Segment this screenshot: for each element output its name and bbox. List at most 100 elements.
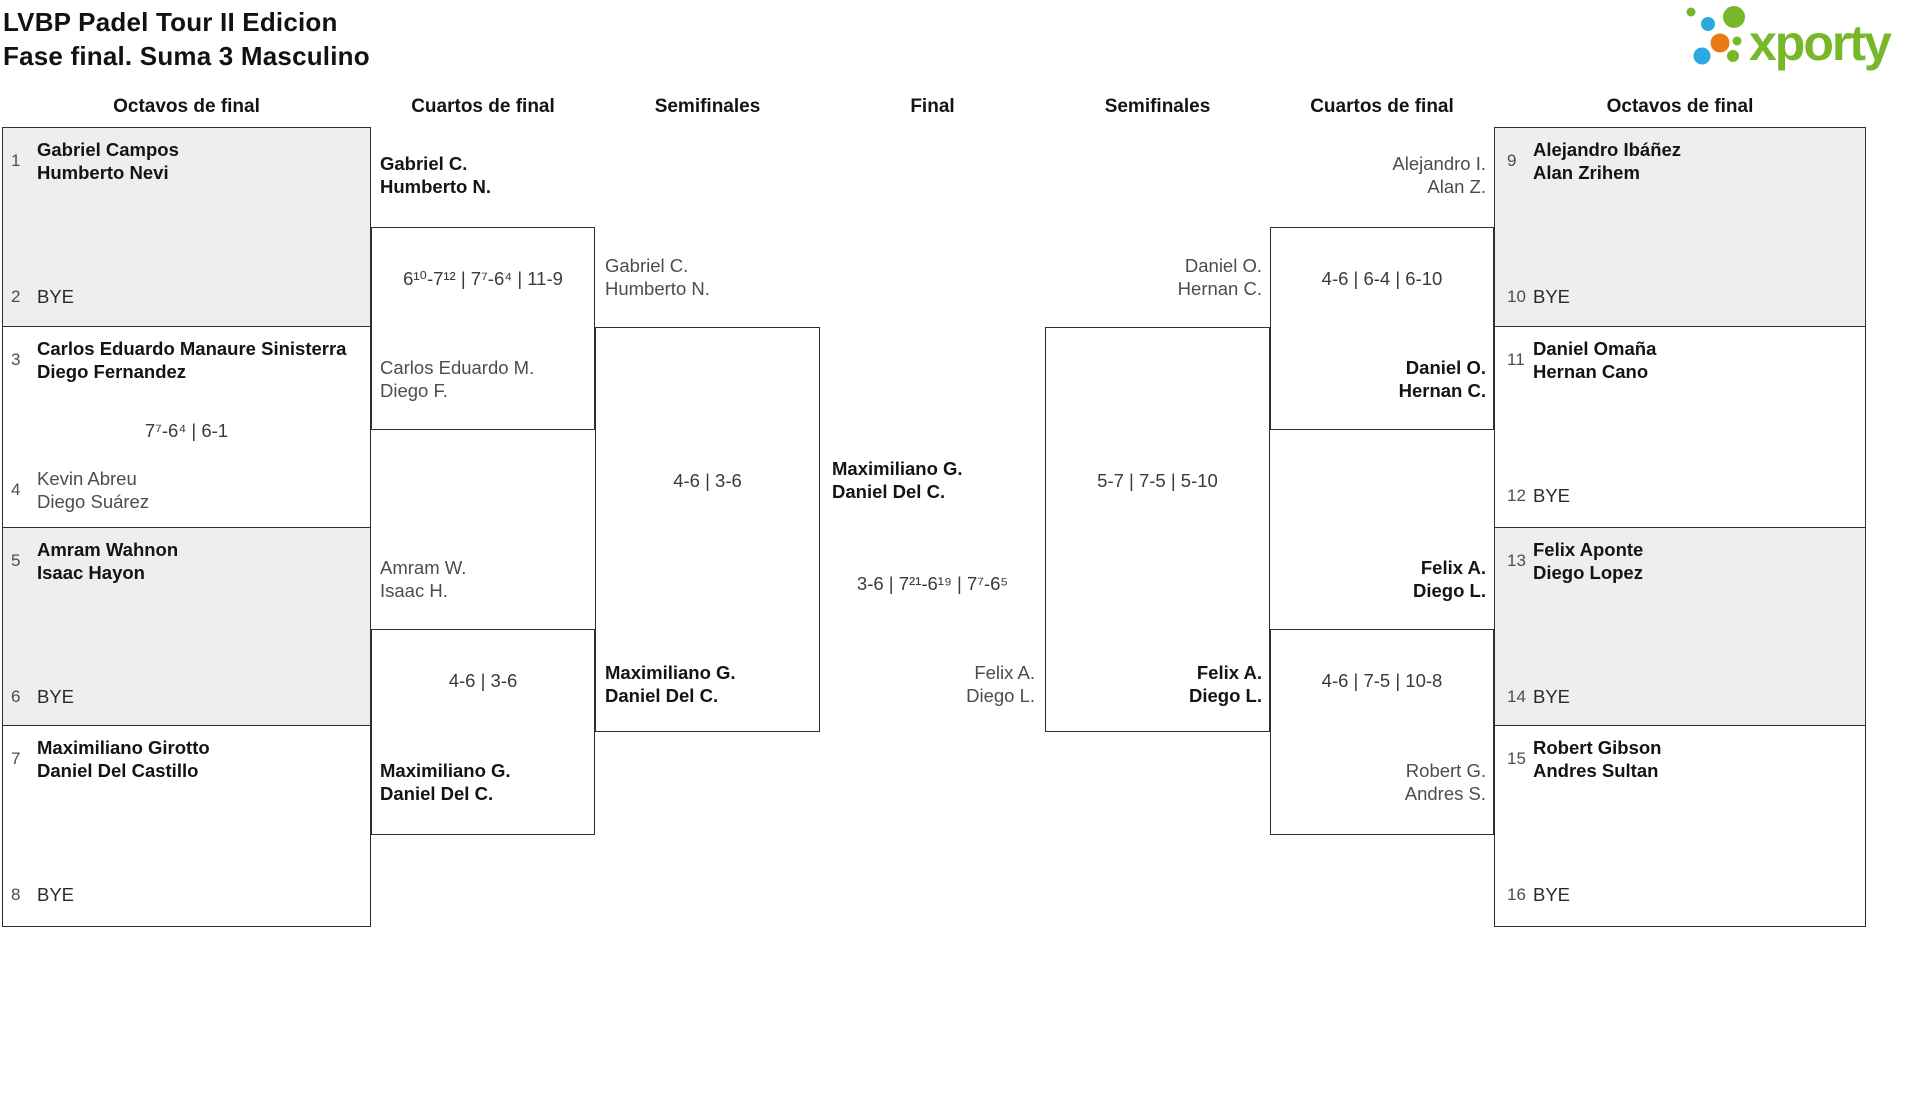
- team-short-name: Carlos Eduardo M.: [380, 357, 535, 378]
- semifinal-right-bottom-team: Felix A. Diego L.: [1045, 661, 1262, 707]
- player-name: Carlos Eduardo Manaure Sinisterra: [37, 338, 347, 359]
- cuartos-right-1-bottom-team: Daniel O. Hernan C.: [1270, 356, 1486, 402]
- seed-number: 10: [1507, 287, 1526, 306]
- team-short-name: Maximiliano G.: [832, 458, 963, 479]
- player-name: Humberto Nevi: [37, 162, 169, 183]
- team-short-name: Amram W.: [380, 557, 467, 578]
- logo-dot: [1710, 33, 1730, 53]
- team-short-name: Humberto N.: [380, 176, 491, 197]
- round-header-semis-right: Semifinales: [1104, 96, 1211, 117]
- team-short-name: Felix A.: [1420, 557, 1486, 578]
- seed-number: 13: [1507, 551, 1526, 570]
- team-entry-seed-15[interactable]: 15 Robert Gibson Andres Sultan: [1507, 736, 1859, 782]
- team-entry-seed-9[interactable]: 9 Alejandro Ibáñez Alan Zrihem: [1507, 138, 1859, 184]
- team-short-name: Andres S.: [1404, 783, 1486, 804]
- team-short-name: Humberto N.: [605, 278, 710, 299]
- bye-entry-seed-2[interactable]: 2 BYE: [11, 286, 364, 308]
- seed-number: 5: [11, 551, 21, 570]
- cuartos-left-2-top-team: Amram W. Isaac H.: [380, 556, 466, 602]
- logo-wordmark: xporty: [1749, 15, 1892, 71]
- round-header-cuartos-left: Cuartos de final: [411, 96, 555, 117]
- player-name: Maximiliano Girotto: [37, 737, 210, 758]
- match-seeds-1-2: 1 Gabriel Campos Humberto Nevi 2 BYE: [3, 128, 370, 327]
- player-name: Diego Suárez: [37, 491, 150, 512]
- team-short-name: Daniel Del C.: [605, 685, 719, 706]
- bye-entry-seed-10[interactable]: 10 BYE: [1507, 286, 1859, 308]
- match-seeds-13-14: 13 Felix Aponte Diego Lopez 14 BYE: [1495, 528, 1865, 726]
- page-title: LVBP Padel Tour II Edicion Fase final. S…: [3, 5, 370, 73]
- bye-entry-seed-16[interactable]: 16 BYE: [1507, 884, 1859, 906]
- player-name: Diego Lopez: [1533, 562, 1643, 583]
- seed-number: 8: [11, 885, 21, 904]
- cuartos-left-1-bottom-team: Carlos Eduardo M. Diego F.: [380, 356, 534, 402]
- bye-entry-seed-6[interactable]: 6 BYE: [11, 686, 364, 708]
- bye-entry-seed-14[interactable]: 14 BYE: [1507, 686, 1859, 708]
- player-name: Alan Zrihem: [1533, 162, 1640, 183]
- seed-number: 12: [1507, 486, 1526, 505]
- team-short-name: Diego F.: [380, 380, 448, 401]
- match-score: 7⁷-6⁴ | 6-1: [144, 420, 229, 441]
- match-score: 6¹⁰-7¹² | 7⁷-6⁴ | 11-9: [403, 268, 563, 289]
- logo-dot: [1727, 50, 1739, 62]
- player-name: Felix Aponte: [1533, 539, 1644, 560]
- xporty-logo[interactable]: xporty: [1683, 2, 1920, 78]
- player-name: Gabriel Campos: [37, 139, 179, 160]
- logo-dot: [1686, 7, 1696, 17]
- player-name: Hernan Cano: [1533, 361, 1649, 382]
- team-short-name: Maximiliano G.: [605, 662, 736, 683]
- team-short-name: Daniel O.: [1184, 255, 1262, 276]
- cuartos-right-1-top-team: Alejandro I. Alan Z.: [1270, 152, 1486, 198]
- bye-entry-seed-8[interactable]: 8 BYE: [11, 884, 364, 906]
- semifinal-left-box: [595, 327, 820, 732]
- cuartos-right-1-box: [1270, 227, 1494, 430]
- bye-label: BYE: [37, 286, 75, 307]
- team-short-name: Gabriel C.: [380, 153, 468, 174]
- match-seeds-5-6: 5 Amram Wahnon Isaac Hayon 6 BYE: [3, 528, 370, 726]
- bye-label: BYE: [1533, 686, 1571, 707]
- team-short-name: Diego L.: [966, 685, 1035, 706]
- bye-label: BYE: [37, 686, 75, 707]
- team-entry-seed-3[interactable]: 3 Carlos Eduardo Manaure Sinisterra Dieg…: [11, 337, 364, 383]
- match-score: 4-6 | 3-6: [448, 670, 518, 691]
- xporty-logo-icon: xporty: [1686, 6, 1894, 71]
- team-short-name: Diego L.: [1189, 685, 1262, 706]
- final-bottom-team: Felix A. Diego L.: [820, 661, 1035, 707]
- match-seeds-9-10: 9 Alejandro Ibáñez Alan Zrihem 10 BYE: [1495, 128, 1865, 327]
- final-score: 3-6 | 7²¹-6¹⁹ | 7⁷-6⁵: [856, 573, 1009, 594]
- cuartos-left-2-bottom-team: Maximiliano G. Daniel Del C.: [380, 759, 511, 805]
- team-entry-seed-11[interactable]: 11 Daniel Omaña Hernan Cano: [1507, 337, 1859, 383]
- seed-number: 4: [11, 480, 21, 499]
- team-entry-seed-4[interactable]: 4 Kevin Abreu Diego Suárez: [11, 467, 364, 513]
- match-score: 4-6 | 7-5 | 10-8: [1321, 670, 1443, 691]
- team-short-name: Daniel O.: [1405, 357, 1486, 378]
- seed-number: 15: [1507, 749, 1526, 768]
- match-score: 4-6 | 3-6: [673, 470, 742, 491]
- seed-number: 3: [11, 350, 21, 369]
- team-entry-seed-5[interactable]: 5 Amram Wahnon Isaac Hayon: [11, 538, 364, 584]
- round-header-final: Final: [910, 96, 955, 117]
- player-name: Andres Sultan: [1533, 760, 1659, 781]
- bye-label: BYE: [1533, 286, 1571, 307]
- semifinal-right-top-team: Daniel O. Hernan C.: [1045, 254, 1262, 300]
- match-seeds-11-12: 11 Daniel Omaña Hernan Cano 12 BYE: [1495, 327, 1865, 528]
- cuartos-right-2-bottom-team: Robert G. Andres S.: [1270, 759, 1486, 805]
- round-header-octavos-left: Octavos de final: [113, 96, 260, 117]
- semifinal-right-box: [1045, 327, 1270, 732]
- team-entry-seed-13[interactable]: 13 Felix Aponte Diego Lopez: [1507, 538, 1859, 584]
- team-short-name: Felix A.: [1196, 662, 1262, 683]
- octavos-left-column: 1 Gabriel Campos Humberto Nevi 2 BYE 3 C…: [2, 127, 371, 927]
- cuartos-left-1-box: [371, 227, 595, 430]
- player-name: Amram Wahnon: [37, 539, 179, 560]
- round-header-octavos-right: Octavos de final: [1606, 96, 1754, 117]
- team-short-name: Daniel Del C.: [832, 481, 946, 502]
- match-score: 4-6 | 6-4 | 6-10: [1321, 268, 1443, 289]
- semifinal-left-bottom-team: Maximiliano G. Daniel Del C.: [605, 661, 736, 707]
- semifinal-left-top-team: Gabriel C. Humberto N.: [605, 254, 710, 300]
- team-entry-seed-7[interactable]: 7 Maximiliano Girotto Daniel Del Castill…: [11, 736, 364, 782]
- bye-entry-seed-12[interactable]: 12 BYE: [1507, 485, 1859, 507]
- logo-dot: [1693, 47, 1711, 65]
- seed-number: 14: [1507, 687, 1526, 706]
- team-short-name: Isaac H.: [380, 580, 448, 601]
- team-entry-seed-1[interactable]: 1 Gabriel Campos Humberto Nevi: [11, 138, 364, 184]
- player-name: Daniel Omaña: [1533, 338, 1657, 359]
